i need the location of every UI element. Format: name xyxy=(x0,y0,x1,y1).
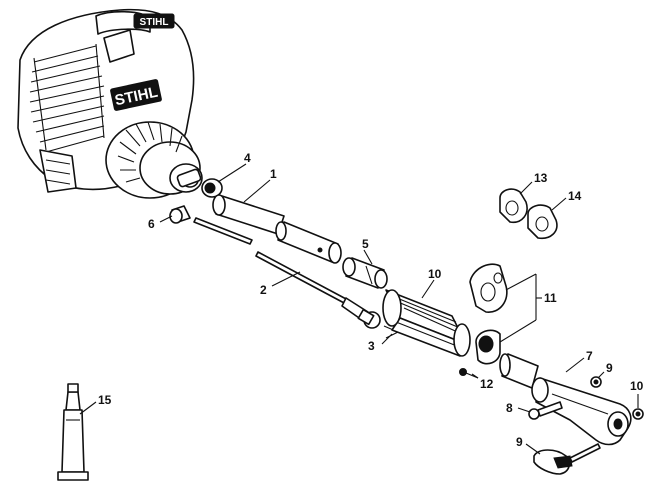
part-6-sleeve xyxy=(169,205,191,224)
callout-14b: 14 xyxy=(568,189,582,203)
part-1-drive-tube xyxy=(212,194,342,264)
callout-9: 9 xyxy=(516,435,523,449)
part-15-grease-tube xyxy=(57,383,89,481)
tube-sleeve xyxy=(499,353,539,389)
callout-5: 5 xyxy=(362,237,369,251)
part-2-drive-shaft xyxy=(193,217,381,329)
callout-14a: 13 xyxy=(534,171,548,185)
callout-12: 11 xyxy=(544,291,557,305)
engine-housing: STIHL STIHL xyxy=(17,8,195,193)
part-11-splined-shaft xyxy=(382,289,471,357)
callout-6: 6 xyxy=(148,217,155,231)
part-9-wing-screw xyxy=(533,443,601,475)
part-14-clip-b xyxy=(527,204,558,240)
brand-badge-large xyxy=(110,79,162,111)
callout-4: 4 xyxy=(244,151,251,165)
callout-3: 3 xyxy=(368,339,375,353)
callout-2: 2 xyxy=(260,283,267,297)
brand-text-small: STIHL xyxy=(140,17,169,28)
callout-10-upper: 9 xyxy=(606,361,613,375)
callout-11: 10 xyxy=(428,267,442,281)
callout-labels: 4 1 6 5 2 3 10 11 7 9 10 12 8 9 13 14 15 xyxy=(98,151,644,449)
part-12-clamp xyxy=(469,263,508,365)
part-14-clip-a xyxy=(499,188,528,224)
engine-cooling-fins xyxy=(29,43,105,153)
clutch-housing xyxy=(105,121,203,199)
callout-1: 1 xyxy=(270,167,277,181)
callout-7: 7 xyxy=(586,349,593,363)
brand-badge-small xyxy=(133,13,175,29)
leader-lines xyxy=(79,163,639,455)
part-10-nut-upper xyxy=(590,376,602,388)
callout-13: 12 xyxy=(480,377,494,391)
callout-8: 8 xyxy=(506,401,513,415)
part-5-coupling xyxy=(342,257,388,289)
part-7-housing xyxy=(531,377,632,446)
part-10-nut-lower xyxy=(632,408,644,420)
callout-15: 15 xyxy=(98,393,112,407)
part-4-bushing xyxy=(201,178,223,198)
callout-10-lower: 10 xyxy=(630,379,644,393)
part-8-bolt xyxy=(528,401,563,420)
